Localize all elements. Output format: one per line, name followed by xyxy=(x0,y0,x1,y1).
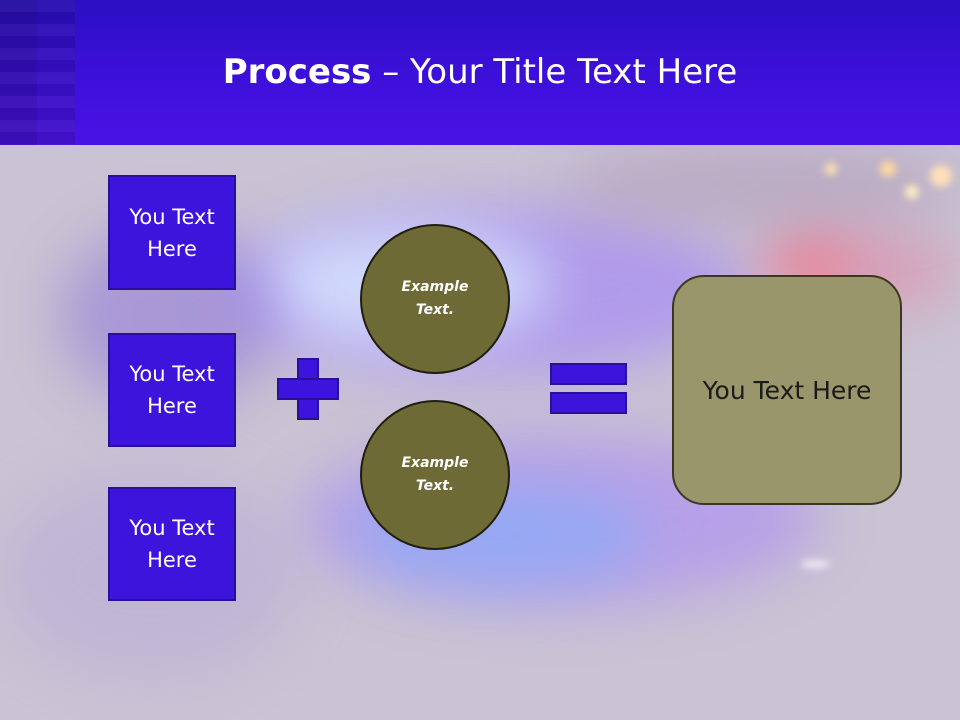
input-box-1-line1: You Text xyxy=(129,204,215,229)
example-circle-1-line1: Example xyxy=(401,279,469,295)
header-band: Process – Your Title Text Here xyxy=(0,0,960,145)
equals-bar-bottom xyxy=(550,392,627,414)
example-circle-1-line2: Text. xyxy=(415,302,455,318)
equals-bar-top xyxy=(550,363,627,385)
title-bold: Process xyxy=(222,52,372,92)
title-rest: – Your Title Text Here xyxy=(371,52,738,92)
input-box-2-line1: You Text xyxy=(129,362,215,386)
result-box: You Text Here xyxy=(672,275,902,505)
input-box-3-line2: Here xyxy=(147,548,197,572)
example-circle-2-line2: Text. xyxy=(415,478,455,494)
result-text: You Text Here xyxy=(702,375,872,405)
input-box-2-line2: Here xyxy=(147,394,197,418)
plus-icon xyxy=(277,358,339,420)
example-circle-2-line1: Example xyxy=(401,455,469,471)
input-box-3-line1: You Text xyxy=(129,516,215,540)
input-box-1-line2: Here xyxy=(147,236,197,261)
slide-title: Process – Your Title Text Here xyxy=(0,52,960,92)
header-corner-decoration xyxy=(0,0,75,145)
